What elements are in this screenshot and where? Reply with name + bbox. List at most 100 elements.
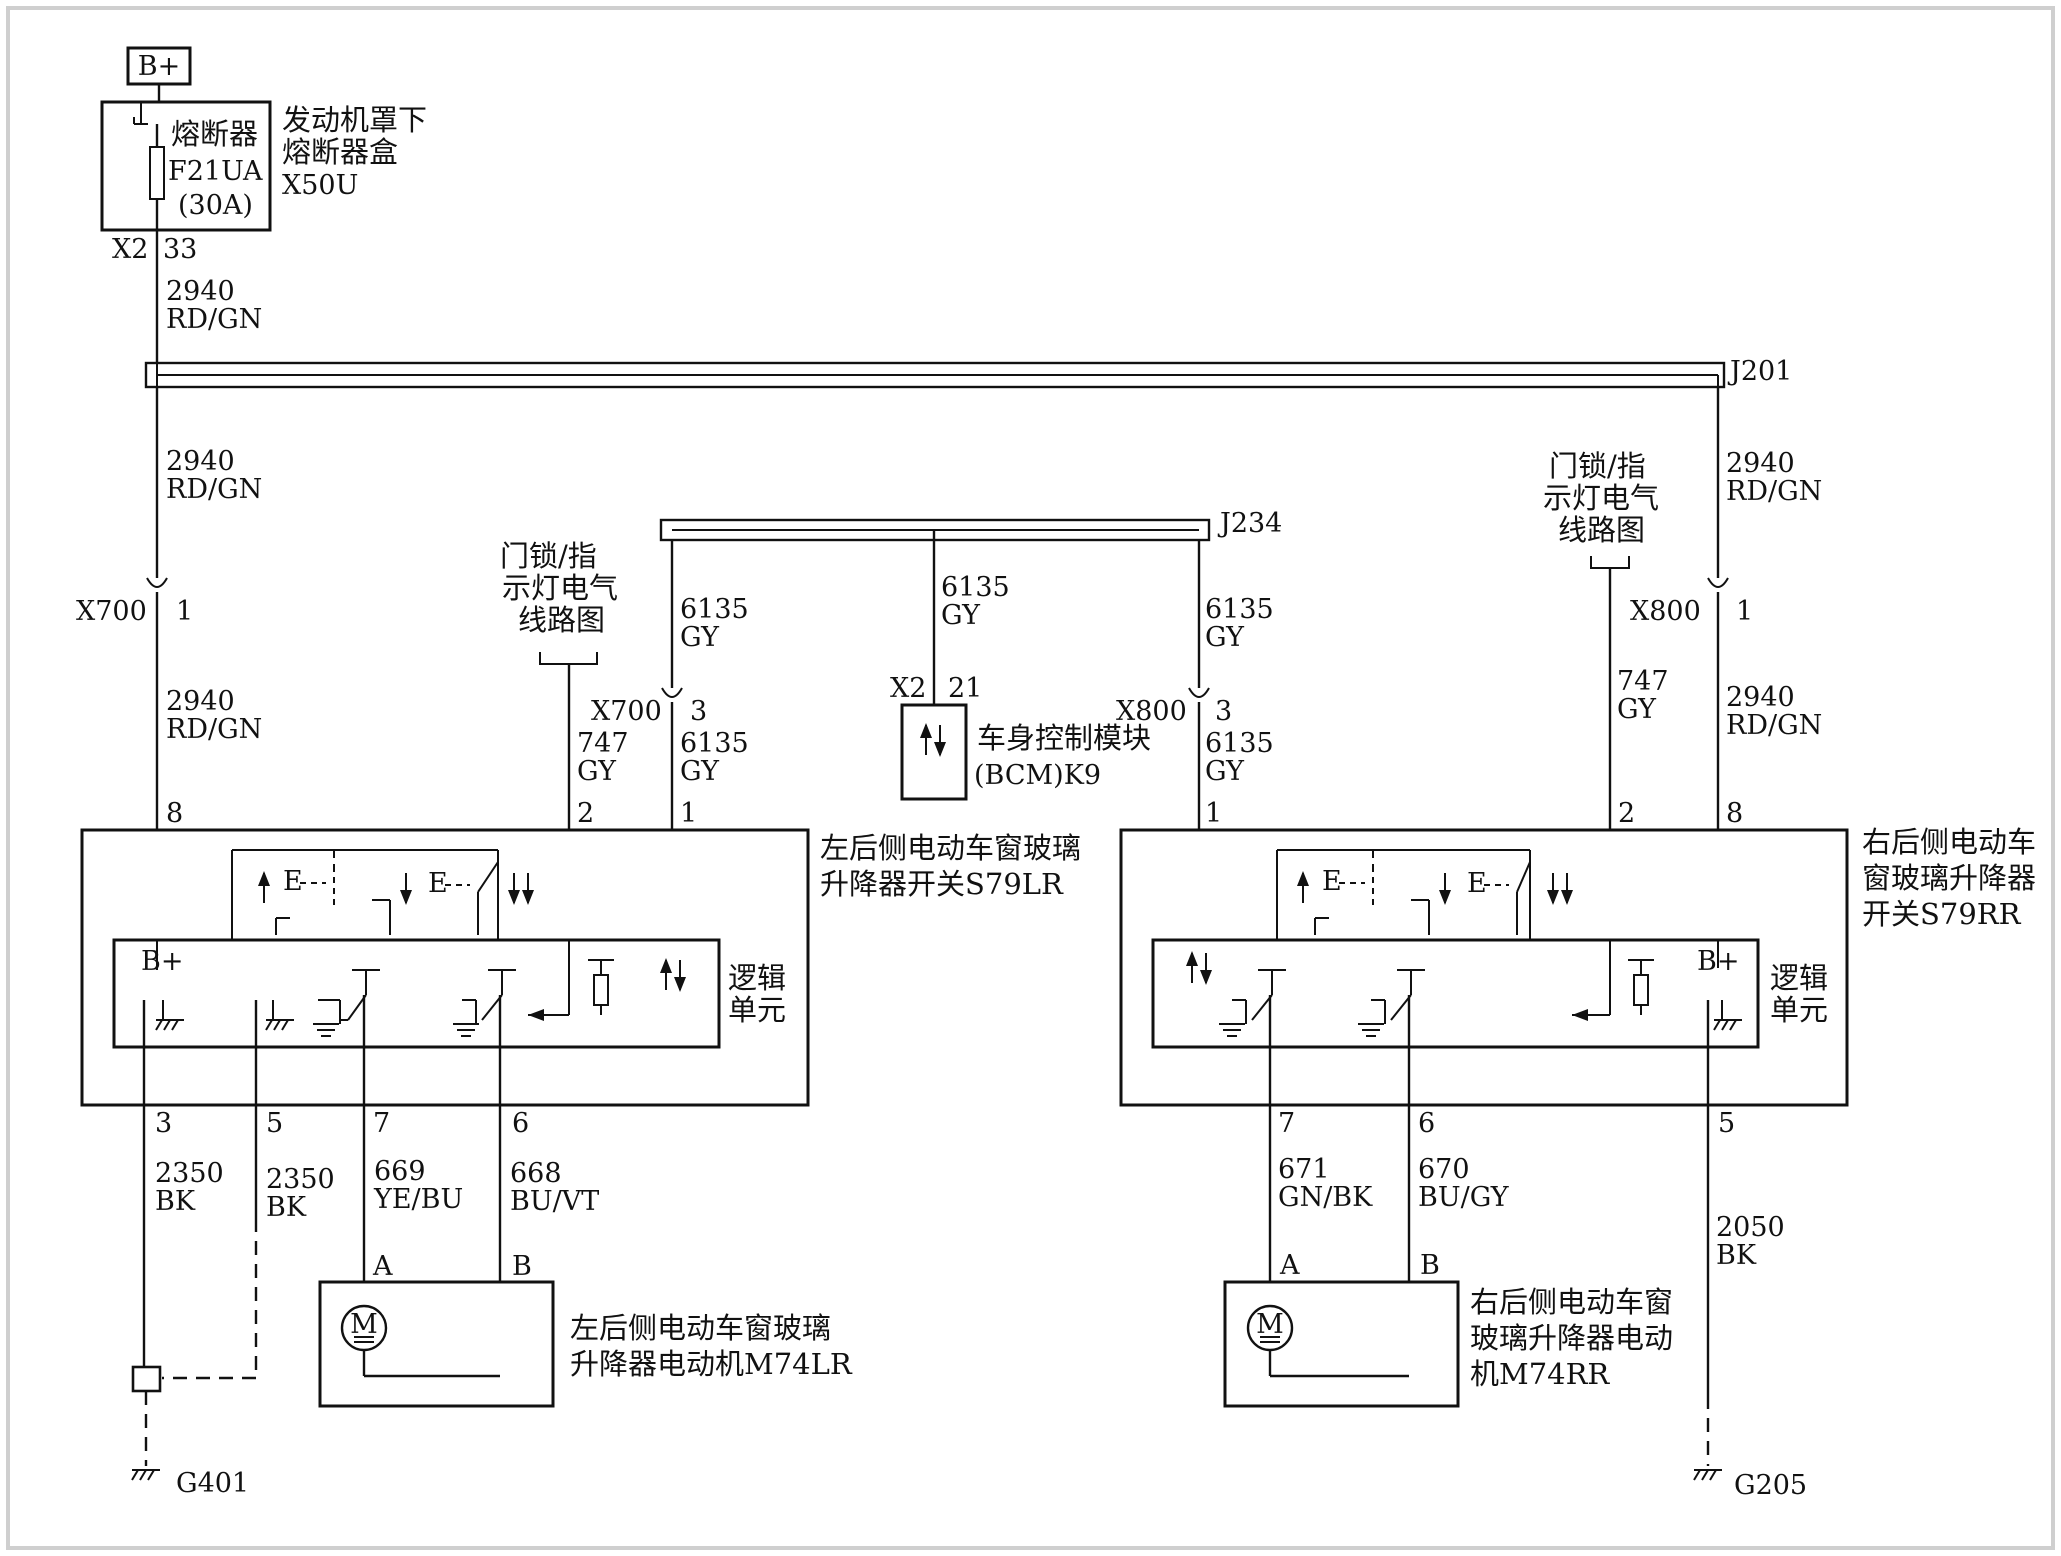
fuse-pin-label: 33 <box>163 234 197 265</box>
x700-pin3-label: 3 <box>690 696 707 727</box>
wire-2940-left2-color: RD/GN <box>166 714 262 745</box>
left-logic-unit-box <box>112 938 721 1049</box>
left-switch-box <box>80 828 810 1107</box>
ground-g401: G401 <box>176 1468 249 1499</box>
x700-pin1-label: 1 <box>176 596 193 627</box>
wire-671-color: GN/BK <box>1278 1182 1373 1213</box>
left-motor-name-2: 升降器电动机M74LR <box>570 1347 853 1381</box>
wire-2350-b-color: BK <box>266 1192 307 1223</box>
left-switch-pin-5: 5 <box>266 1108 283 1139</box>
fuse-block-id: X50U <box>282 170 358 201</box>
wire-2940-right-circuit: 2940 <box>1726 448 1795 479</box>
fuse-rating: (30A) <box>178 190 253 221</box>
x800-pin3-label: 3 <box>1215 696 1232 727</box>
fuse-id: F21UA <box>168 156 263 187</box>
fuse-name: 熔断器 <box>171 117 258 151</box>
wire-6135-right-color: GY <box>1205 622 1245 653</box>
wire-2940-right-color: RD/GN <box>1726 476 1822 507</box>
wire-2940-left-circuit: 2940 <box>166 446 235 477</box>
bcm-name: 车身控制模块 <box>977 721 1151 755</box>
wire-669-circuit: 669 <box>374 1156 426 1187</box>
wire-6135-right2-color: GY <box>1205 756 1245 787</box>
right-motor-name-3: 机M74RR <box>1470 1357 1610 1391</box>
wire-2940-color: RD/GN <box>166 304 262 335</box>
right-logic-unit-label-1: 逻辑 <box>1770 961 1828 995</box>
left-motor-pin-a: A <box>372 1251 393 1282</box>
wire-747-left-color: GY <box>577 756 617 787</box>
right-switch-pin-2: 2 <box>1618 798 1635 829</box>
svg-text:M: M <box>350 1309 378 1340</box>
right-logic-unit-box <box>1151 938 1760 1049</box>
x800-label-mid: X800 <box>1116 696 1187 727</box>
wire-2050-circuit: 2050 <box>1716 1212 1785 1243</box>
left-switch-pin-2: 2 <box>577 798 594 829</box>
x800-label-right: X800 <box>1630 596 1701 627</box>
wire-668-color: BU/VT <box>510 1186 599 1217</box>
wire-747-left-circuit: 747 <box>577 728 629 759</box>
wire-2940-left-color: RD/GN <box>166 474 262 505</box>
svg-text:E: E <box>428 868 448 899</box>
bcm-box <box>900 703 968 801</box>
wire-6135-left2-color: GY <box>680 756 720 787</box>
x800-connector-pin1 <box>1707 577 1729 588</box>
right-switch-pin-1: 1 <box>1205 798 1222 829</box>
left-logic-unit-label-1: 逻辑 <box>728 961 786 995</box>
x700-label-mid: X700 <box>591 696 662 727</box>
svg-text:M: M <box>1256 1309 1284 1340</box>
fuse-block-box <box>100 100 272 232</box>
x700-label-left: X700 <box>76 596 147 627</box>
x800-connector-pin3 <box>1188 687 1210 698</box>
left-motor-name-1: 左后侧电动车窗玻璃 <box>570 1311 831 1345</box>
wire-6135-right2-circuit: 6135 <box>1205 728 1274 759</box>
right-logic-unit-label-2: 单元 <box>1770 993 1828 1027</box>
left-switch-pin-1: 1 <box>680 798 697 829</box>
fuse-symbol <box>149 146 165 200</box>
right-switch-pin-8: 8 <box>1726 798 1743 829</box>
splice-j201 <box>144 361 1726 389</box>
wire-2940-right2-circuit: 2940 <box>1726 682 1795 713</box>
splice-j234-label: J234 <box>1217 508 1282 539</box>
x800-pin1-label: 1 <box>1736 596 1753 627</box>
wire-2350-a-color: BK <box>155 1186 196 1217</box>
wire-6135-left-circuit: 6135 <box>680 594 749 625</box>
right-motor-box <box>1223 1280 1460 1408</box>
right-switch-pin-5: 5 <box>1718 1108 1735 1139</box>
wire-670-circuit: 670 <box>1418 1154 1470 1185</box>
ground-g205: G205 <box>1734 1470 1807 1501</box>
left-logic-unit-label-2: 单元 <box>728 993 786 1027</box>
wire-6135-left2-circuit: 6135 <box>680 728 749 759</box>
door-lock-ref-right-3: 线路图 <box>1558 513 1645 547</box>
wire-6135-left-color: GY <box>680 622 720 653</box>
bcm-id: (BCM)K9 <box>974 760 1101 791</box>
door-lock-ref-left-2: 示灯电气 <box>502 571 618 605</box>
splice-j201-label: J201 <box>1727 356 1792 387</box>
right-switch-pin-7: 7 <box>1278 1108 1295 1139</box>
right-logic-internals <box>1185 940 1743 1037</box>
wire-747-right-color: GY <box>1617 694 1657 725</box>
wire-6135-center-circuit: 6135 <box>941 572 1010 603</box>
svg-text:E: E <box>1467 868 1487 899</box>
left-switch-pin-8: 8 <box>166 798 183 829</box>
right-motor-name-1: 右后侧电动车窗 <box>1470 1285 1673 1319</box>
fuse-block-label-2: 熔断器盒 <box>282 135 398 169</box>
right-switch-name-1: 右后侧电动车 <box>1862 825 2036 859</box>
svg-text:E: E <box>283 866 303 897</box>
door-lock-ref-right-1: 门锁/指 <box>1549 449 1646 483</box>
wire-2940-right2-color: RD/GN <box>1726 710 1822 741</box>
wire-670-color: BU/GY <box>1418 1182 1510 1213</box>
left-switch-name-2: 升降器开关S79LR <box>820 867 1064 901</box>
door-lock-ref-left-1: 门锁/指 <box>500 539 597 573</box>
door-lock-ref-right-2: 示灯电气 <box>1543 481 1659 515</box>
right-switch-name-3: 开关S79RR <box>1862 897 2022 931</box>
wire-2050-color: BK <box>1716 1240 1757 1271</box>
right-switch-name-2: 窗玻璃升降器 <box>1862 861 2036 895</box>
right-switch-contacts: E E <box>1276 849 1574 940</box>
bcm-connector-label: X2 <box>890 673 926 704</box>
wire-2940-circuit: 2940 <box>166 276 235 307</box>
left-motor-box <box>318 1280 555 1408</box>
left-logic-internals <box>155 940 687 1037</box>
wire-2350-a-circuit: 2350 <box>155 1158 224 1189</box>
bcm-pin-label: 21 <box>948 673 982 704</box>
svg-text:E: E <box>1322 866 1342 897</box>
